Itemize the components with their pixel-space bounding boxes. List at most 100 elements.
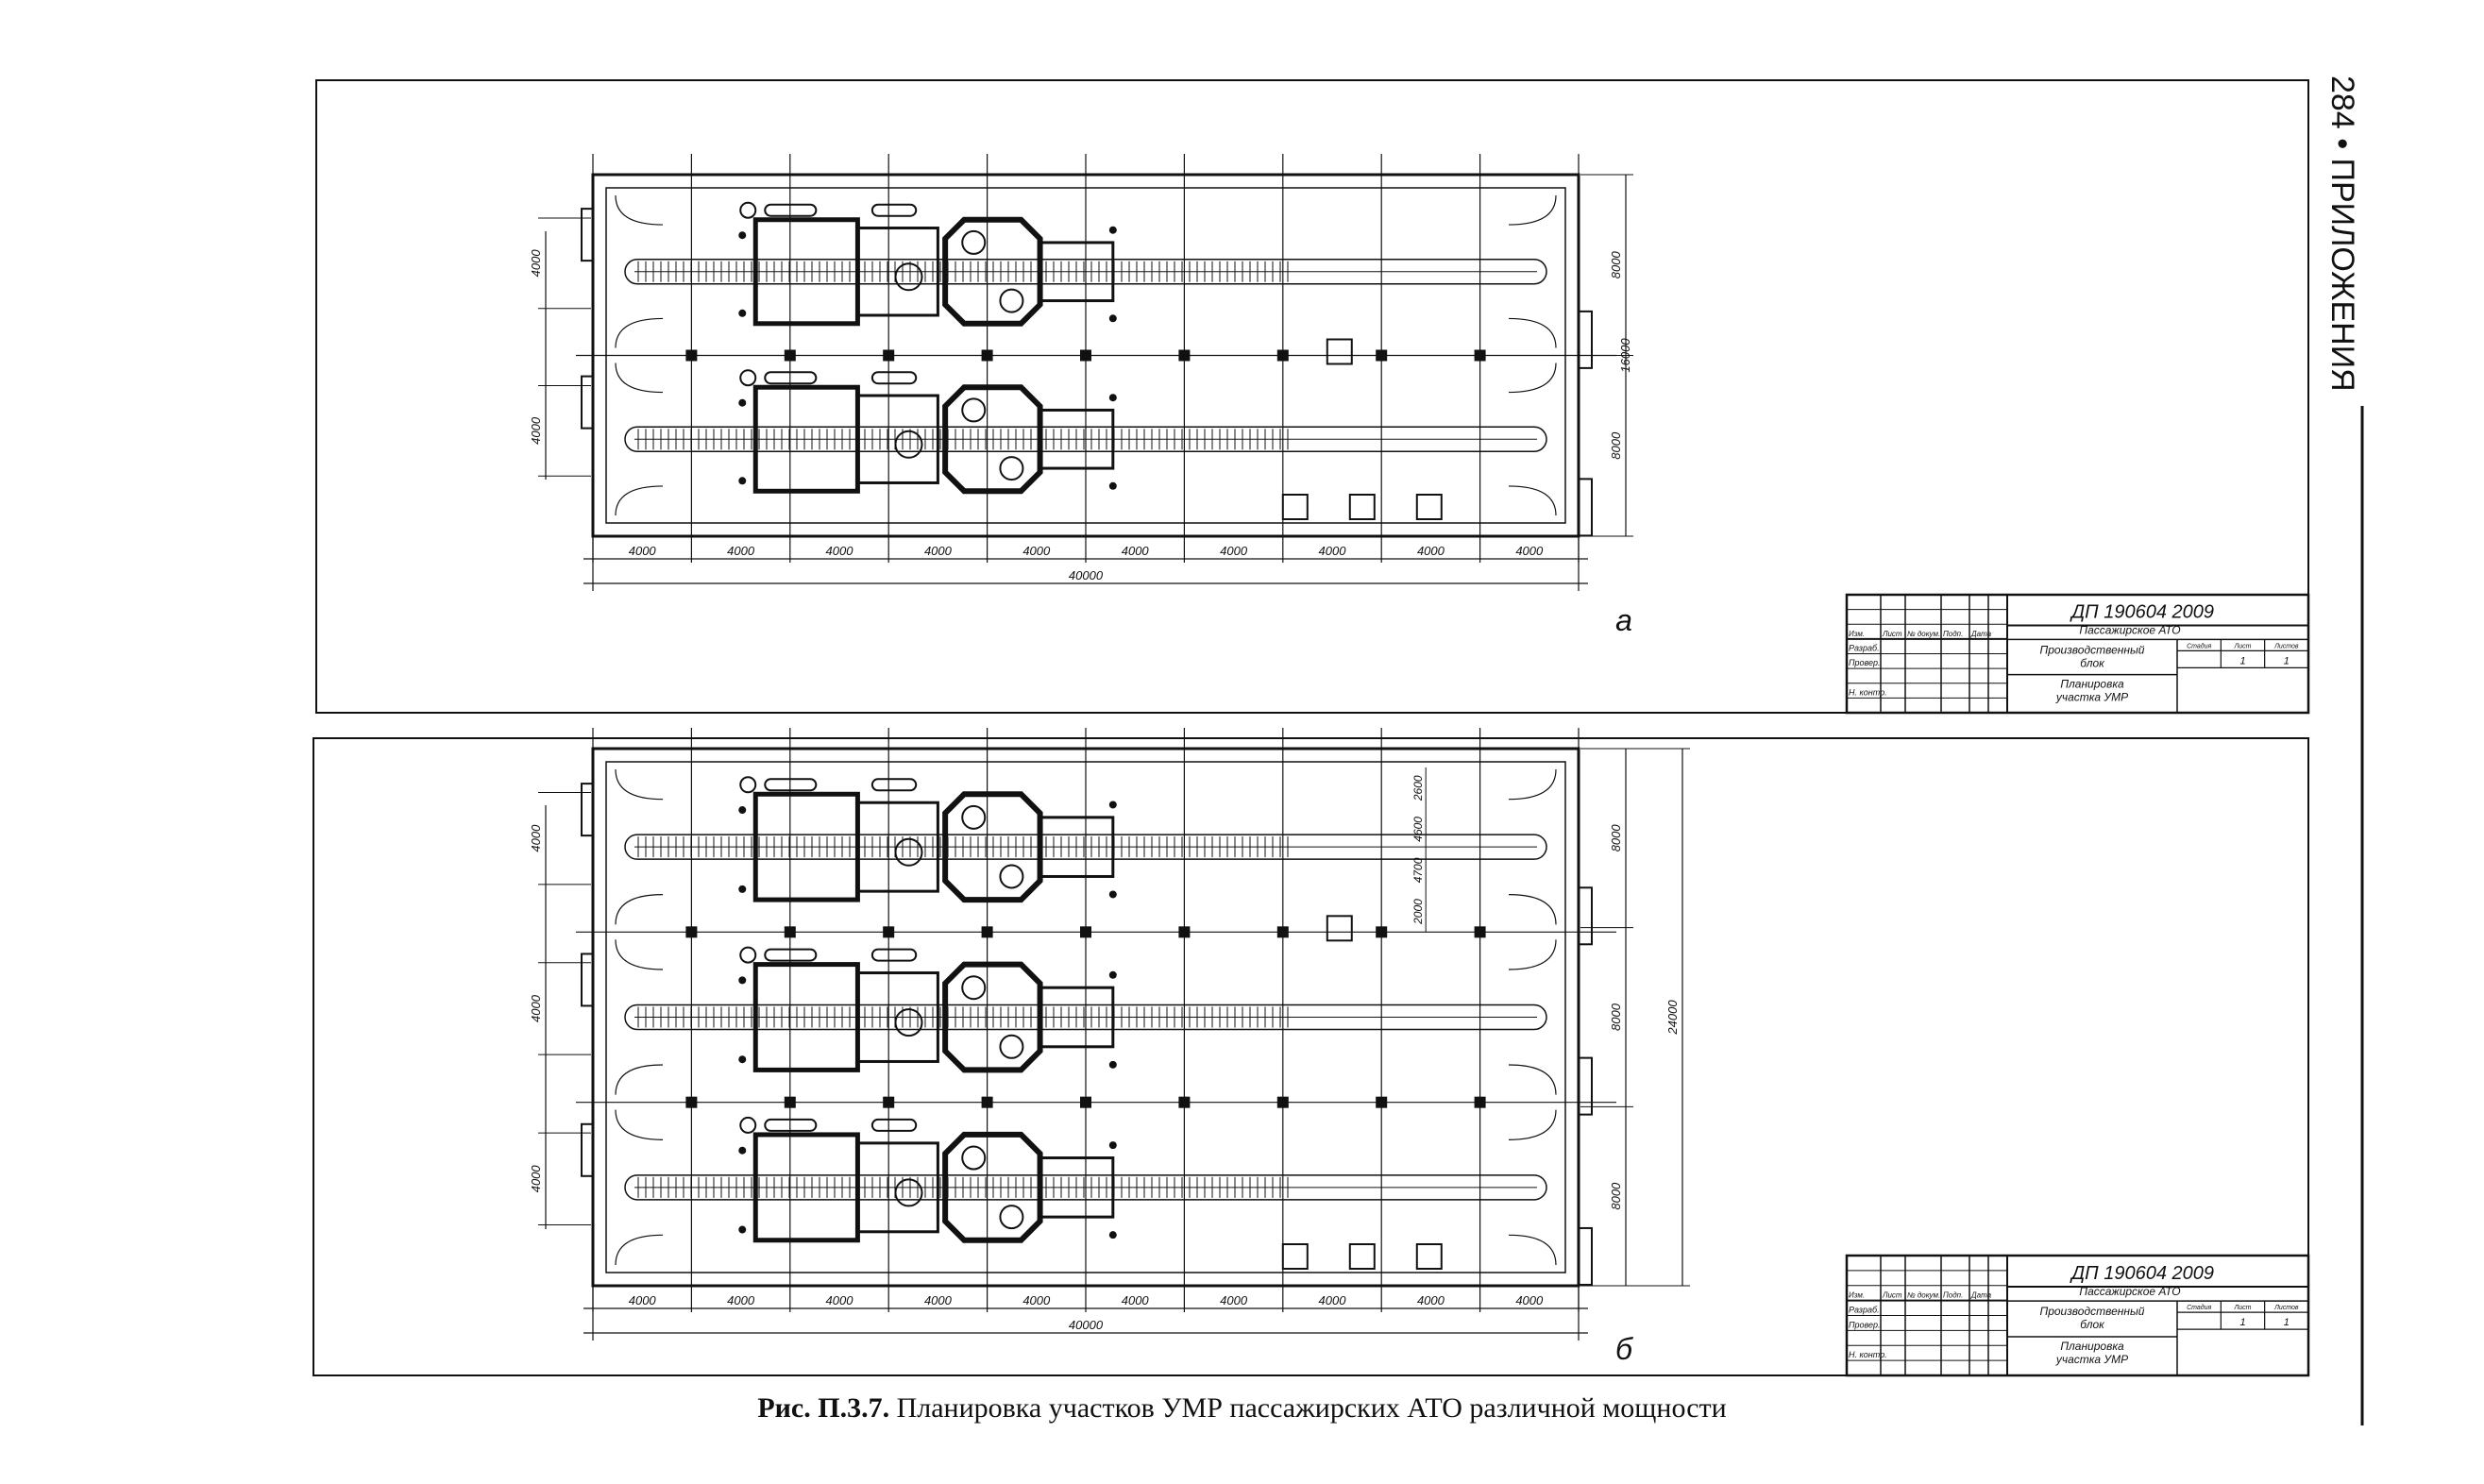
column <box>685 926 698 938</box>
driveway-curve <box>1508 485 1557 516</box>
dimension-label: 4000 <box>1220 544 1248 558</box>
dimension-label: 8000 <box>1609 1182 1623 1210</box>
dimension-label: 4000 <box>629 544 657 558</box>
stage-label: Листов <box>2273 1305 2299 1311</box>
pipe <box>764 948 818 962</box>
brush-roller <box>961 975 987 1001</box>
wall-door <box>1578 478 1593 537</box>
brush-roller <box>961 397 987 423</box>
title-header-cell: Изм. <box>1849 1291 1865 1300</box>
service-box <box>1348 494 1376 520</box>
anchor-dot <box>738 231 747 240</box>
dimension-label: 2600 <box>1411 775 1425 801</box>
pipe <box>870 371 918 385</box>
valve <box>739 369 757 387</box>
washer-octagon <box>942 384 1043 495</box>
anchor-dot <box>738 976 747 985</box>
title-header-cell: Лист <box>1882 1291 1902 1300</box>
washer-octagon <box>942 961 1043 1073</box>
pipe <box>870 948 918 962</box>
brush-roller <box>999 288 1024 313</box>
conveyor-track <box>624 1174 1547 1201</box>
dimension-label: 4000 <box>727 1293 755 1307</box>
dimension-label: 4000 <box>629 1293 657 1307</box>
driveway-curve <box>615 894 664 925</box>
brush-roller <box>999 864 1024 889</box>
dimension-label: 4700 <box>1411 857 1425 883</box>
brush-roller <box>894 262 923 292</box>
dryer-frame <box>1039 241 1115 303</box>
valve <box>739 946 757 964</box>
driveway-curve <box>615 1234 664 1266</box>
column <box>1178 349 1191 362</box>
driveway-curve <box>1508 194 1557 226</box>
column <box>883 1096 895 1108</box>
anchor-dot <box>738 309 747 317</box>
conveyor-track <box>624 259 1547 285</box>
dryer-frame <box>1039 1156 1115 1219</box>
brush-roller <box>894 837 923 867</box>
dimension-label: 4000 <box>529 416 543 445</box>
brush-roller <box>894 1008 923 1037</box>
valve <box>739 776 757 794</box>
total-width-label: 40000 <box>1069 568 1104 582</box>
dimension-label: 8000 <box>1609 251 1623 279</box>
block-name-line1: Производственный <box>2040 643 2145 656</box>
column <box>883 349 895 362</box>
dryer-frame <box>1039 408 1115 470</box>
dimension-label: 4000 <box>826 1293 854 1307</box>
brush-roller <box>999 456 1024 481</box>
driveway-curve <box>1508 768 1557 801</box>
pipe <box>764 1118 818 1132</box>
anchor-dot <box>738 885 747 893</box>
pipe <box>764 778 818 792</box>
column <box>1276 1096 1289 1108</box>
dimension-label: 4000 <box>1022 1293 1051 1307</box>
title-role: Провер. <box>1849 658 1881 667</box>
dimension-label: 4000 <box>1122 544 1150 558</box>
pipe <box>764 371 818 385</box>
service-box <box>1415 494 1443 520</box>
service-box <box>1415 1243 1443 1270</box>
driveway-curve <box>615 317 664 348</box>
driveway-curve <box>615 1064 664 1095</box>
column <box>1474 926 1486 938</box>
column <box>1376 1096 1388 1108</box>
column <box>1474 349 1486 362</box>
wall-door <box>1578 886 1593 946</box>
conveyor-track <box>624 426 1547 452</box>
total-width-label: 40000 <box>1069 1318 1104 1332</box>
service-box <box>1326 915 1353 942</box>
valve <box>739 201 757 219</box>
anchor-dot <box>738 806 747 815</box>
brush-roller <box>999 1205 1024 1230</box>
service-box <box>1281 494 1309 520</box>
driveway-curve <box>1508 939 1557 970</box>
equipment-frame <box>855 801 939 893</box>
block-name-line2: блок <box>2080 656 2105 669</box>
sheet-title-line1: Планировка <box>2060 678 2124 691</box>
brush-roller <box>961 1145 987 1171</box>
title-header-cell: Подп. <box>1943 1291 1963 1300</box>
block-name-line2: блок <box>2080 1318 2105 1331</box>
dimension-label: 8000 <box>1609 1003 1623 1031</box>
driveway-curve <box>1508 1234 1557 1266</box>
driveway-curve <box>1508 363 1557 394</box>
stage-label: Лист <box>2233 1305 2251 1311</box>
driveway-curve <box>615 194 664 226</box>
brush-roller <box>894 1178 923 1207</box>
dimension-label: 4000 <box>1417 544 1445 558</box>
organization: Пассажирское АТО <box>2079 1285 2180 1298</box>
dimension-label: 4000 <box>727 544 755 558</box>
column <box>1080 349 1091 362</box>
page-number: 284 <box>2324 76 2360 129</box>
block-name-line1: Производственный <box>2040 1305 2145 1318</box>
stage-label: Листов <box>2273 643 2299 649</box>
pipe <box>870 203 918 217</box>
dimension-label: 4000 <box>1515 1293 1544 1307</box>
title-role: Н. контр. <box>1849 1350 1887 1359</box>
drawing-code: ДП 190604 2009 <box>2070 1263 2214 1284</box>
anchor-dot <box>1108 314 1117 323</box>
title-role: Провер. <box>1849 1320 1881 1329</box>
